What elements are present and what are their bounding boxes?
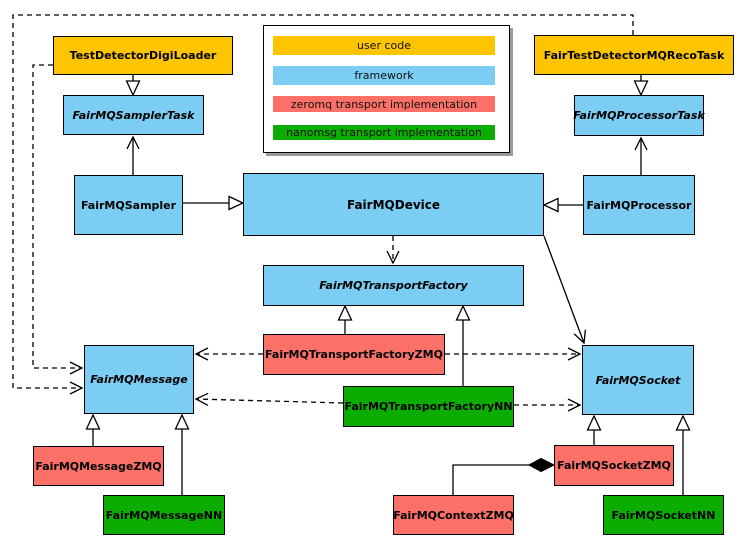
legend-item-zeromq: zeromq transport implementation <box>273 96 495 112</box>
class-box-fairmqtransportfactorynn: FairMQTransportFactoryNN <box>343 386 514 427</box>
class-box-fairmqprocessor: FairMQProcessor <box>583 175 695 235</box>
class-box-fairmqsocketzmq: FairMQSocketZMQ <box>554 445 674 486</box>
class-box-fairmqsocketnn: FairMQSocketNN <box>603 495 724 535</box>
class-box-fairtestdetectormqrecotask: FairTestDetectorMQRecoTask <box>534 35 734 75</box>
class-box-fairmqmessage: FairMQMessage <box>84 345 194 414</box>
edge-device-socket-association <box>543 235 587 345</box>
class-box-fairmqtransportfactory: FairMQTransportFactory <box>263 265 524 306</box>
class-box-testdetectordigiloader: TestDetectorDigiLoader <box>53 36 233 75</box>
class-box-fairmqmessagezmq: FairMQMessageZMQ <box>33 446 164 486</box>
legend-item-nanomsg: nanomsg transport implementation <box>273 125 495 140</box>
legend-item-user-code: user code <box>273 36 495 55</box>
class-box-fairmqtransportfactoryzmq: FairMQTransportFactoryZMQ <box>263 334 445 375</box>
edge-recotask-message-dependency <box>12 14 634 395</box>
class-box-fairmqsampler: FairMQSampler <box>74 175 183 235</box>
class-box-fairmqsamplertask: FairMQSamplerTask <box>63 95 204 135</box>
class-box-fairmqmessagenn: FairMQMessageNN <box>103 495 225 535</box>
edge-contextzmq-socketzmq-composition <box>452 457 556 495</box>
legend: user code framework zeromq transport imp… <box>263 25 510 153</box>
class-box-fairmqcontextzmq: FairMQContextZMQ <box>393 495 514 535</box>
class-box-fairmqdevice: FairMQDevice <box>243 173 544 236</box>
edge-factorynn-message-dependency <box>194 392 344 406</box>
class-box-fairmqprocessortask: FairMQProcessorTask <box>573 95 705 136</box>
legend-item-framework: framework <box>273 66 495 85</box>
class-box-fairmqsocket: FairMQSocket <box>582 345 694 415</box>
edge-digiloader-message-dependency <box>32 64 84 375</box>
composition-diamond-icon <box>527 457 556 473</box>
